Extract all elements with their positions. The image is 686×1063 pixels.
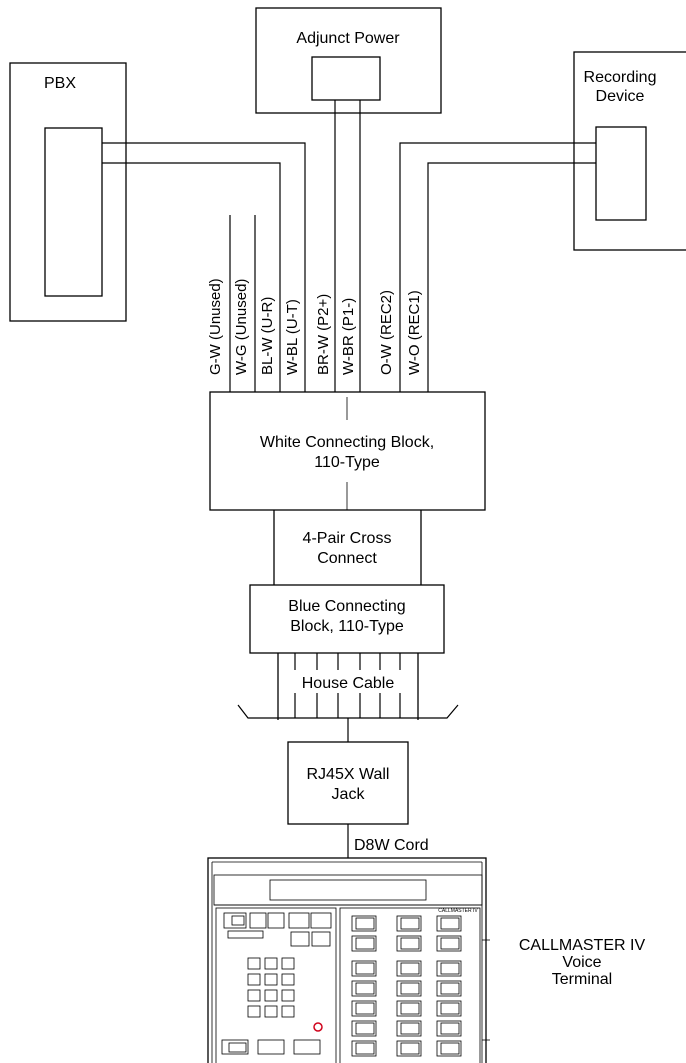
white-connecting-block: White Connecting Block, 110-Type [209, 391, 486, 511]
wire-label-3: BL-W (U-R) [259, 297, 276, 375]
recording-device: Recording Device [573, 51, 686, 251]
white-block-label-2: 110-Type [314, 454, 380, 471]
cross-connect-label-1: 4-Pair Cross [303, 530, 392, 547]
adjunct-power-label: Adjunct Power [296, 30, 400, 47]
recording-wires [399, 142, 596, 392]
cord-label: D8W Cord [354, 837, 429, 854]
wire-labels: G-W (Unused) W-G (Unused) BL-W (U-R) W-B… [207, 278, 423, 375]
terminal-caption: CALLMASTER IV Voice Terminal [519, 937, 646, 988]
white-block-label-1: White Connecting Block, [260, 434, 434, 451]
recording-device-label-1: Recording [584, 69, 657, 86]
wire-label-4: W-BL (U-T) [284, 299, 301, 375]
wire-label-2: W-G (Unused) [233, 279, 250, 375]
pbx-wires [102, 142, 306, 392]
pbx-label: PBX [44, 75, 76, 92]
adjunct-power: Adjunct Power [255, 7, 442, 114]
cross-connect-label-2: Connect [317, 550, 377, 567]
wire-label-8: W-O (REC1) [406, 290, 423, 375]
wire-label-7: O-W (REC2) [378, 290, 395, 375]
d8w-cord: D8W Cord [347, 824, 429, 858]
terminal-label-2: Voice [562, 954, 601, 971]
adjunct-wires [334, 100, 361, 392]
blue-block-label-2: Block, 110-Type [290, 618, 404, 635]
wire-label-6: W-BR (P1-) [340, 298, 357, 375]
wall-jack-label-2: Jack [332, 786, 366, 803]
wire-label-1: G-W (Unused) [207, 278, 224, 375]
voice-terminal: CALLMASTER IV [207, 857, 490, 1063]
blue-connecting-block: Blue Connecting Block, 110-Type [249, 584, 445, 654]
blue-block-label-1: Blue Connecting [288, 598, 405, 615]
pbx: PBX [9, 62, 127, 322]
recording-device-label-2: Device [596, 88, 645, 105]
unused-wire-stubs [229, 215, 256, 392]
power-indicator-icon [313, 1022, 323, 1032]
house-cable: House Cable [237, 653, 459, 720]
cross-connect: 4-Pair Cross Connect [273, 510, 422, 585]
wire-label-5: BR-W (P2+) [315, 294, 332, 375]
terminal-label-1: CALLMASTER IV [519, 937, 646, 954]
house-cable-label: House Cable [302, 675, 395, 692]
wall-jack-label-1: RJ45X Wall [307, 766, 390, 783]
terminal-label-3: Terminal [552, 971, 612, 988]
terminal-brand-label: CALLMASTER IV [438, 908, 478, 914]
wall-jack: RJ45X Wall Jack [287, 718, 409, 825]
